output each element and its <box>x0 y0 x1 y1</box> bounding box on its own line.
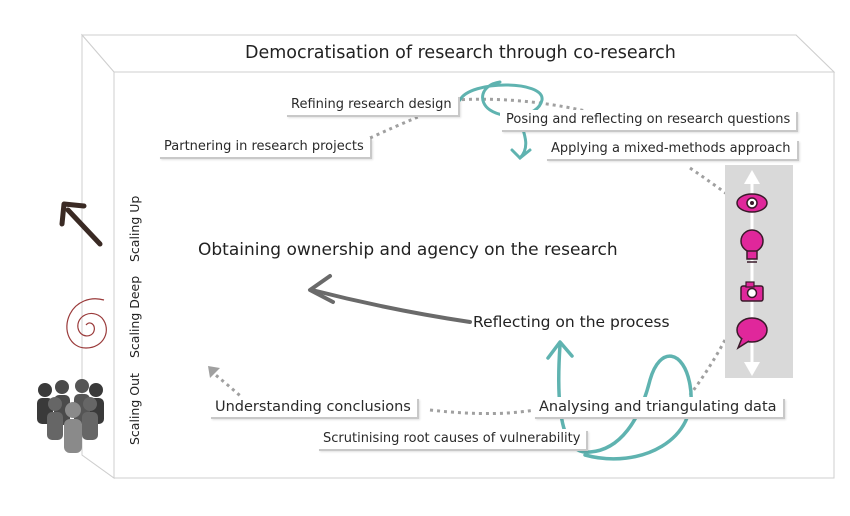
spiral-icon <box>66 298 107 349</box>
step-partnering-in-research-projects: Partnering in research projects <box>158 137 370 157</box>
diagram-title: Democratisation of research through co-r… <box>245 43 676 63</box>
dotted-arrow-top <box>454 97 591 114</box>
dotted-arrowhead-understanding <box>208 366 220 378</box>
eye-icon <box>736 193 768 213</box>
panel-arrowhead-top <box>744 170 760 184</box>
grey-arrow-to-ownership <box>310 288 472 324</box>
lightbulb-icon <box>740 229 764 263</box>
camera-icon <box>740 281 764 302</box>
speech-bubble-icon <box>736 317 768 350</box>
panel-arrowhead-bottom <box>744 362 760 376</box>
step-applying-mixed-methods: Applying a mixed-methods approach <box>545 139 797 159</box>
teal-arrowhead-top <box>510 148 532 161</box>
step-analysing-triangulating-data: Analysing and triangulating data <box>533 397 783 417</box>
up-arrow-icon <box>59 201 103 247</box>
people-group-icon <box>37 379 104 453</box>
step-scrutinising-root-causes: Scrutinising root causes of vulnerabilit… <box>317 429 587 449</box>
step-understanding-conclusions: Understanding conclusions <box>209 397 417 417</box>
reflecting-on-process-text: Reflecting on the process <box>473 313 670 331</box>
grey-arrowhead <box>308 274 335 304</box>
dotted-arrow-understanding <box>211 370 246 402</box>
dotted-arrow-bottom <box>429 406 546 416</box>
dotted-arrow-right-low <box>688 339 727 396</box>
teal-arrowhead-bottom <box>546 340 574 360</box>
step-refining-research-design: Refining research design <box>285 95 458 115</box>
centre-ownership-text: Obtaining ownership and agency on the re… <box>198 240 618 260</box>
step-posing-research-questions: Posing and reflecting on research questi… <box>500 110 797 130</box>
